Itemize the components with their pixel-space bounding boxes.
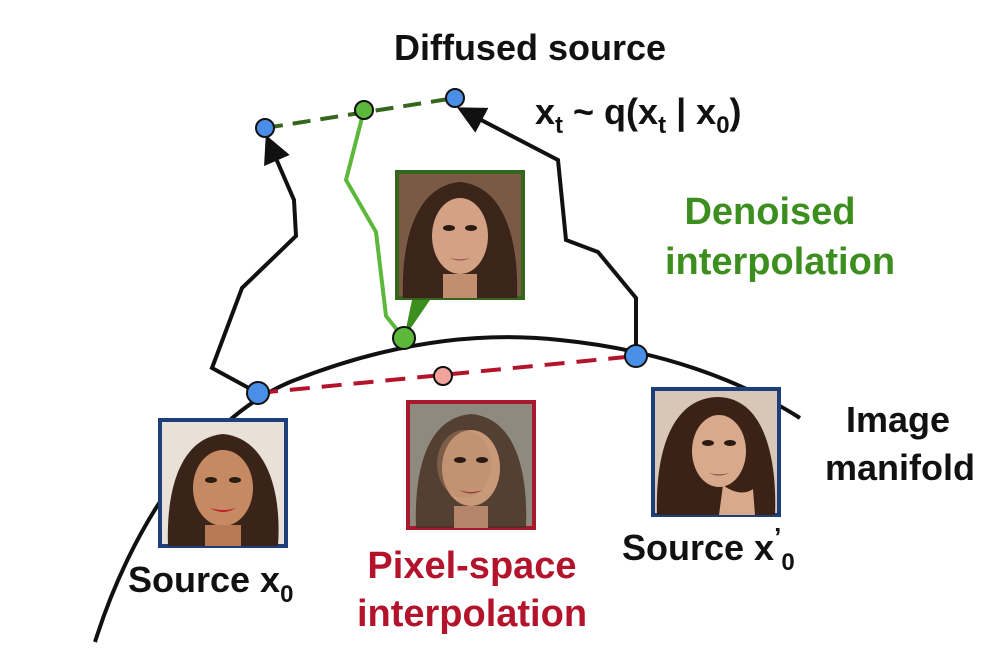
label-manifold-line2: manifold: [825, 447, 975, 488]
label-pixel-line2: interpolation: [357, 593, 587, 635]
face-source-x0-prime: [651, 387, 781, 517]
noisy-point-mid: [354, 100, 374, 120]
denoising-path: [343, 109, 404, 338]
label-denoised-line2: interpolation: [665, 241, 895, 283]
label-forward-process: xt ~ q(xt | x0): [535, 91, 742, 139]
face-source-x0: [158, 418, 288, 548]
label-denoised-line1: Denoised: [684, 191, 855, 233]
label-pixel-line1: Pixel-space: [367, 545, 576, 587]
label-source-x0: Source x0: [128, 559, 293, 608]
face-denoised: [395, 170, 525, 300]
noisy-point-right: [445, 88, 465, 108]
manifold-point-x0-prime: [624, 344, 648, 368]
manifold-point-x0: [246, 381, 270, 405]
forward-path-right: [457, 107, 638, 356]
label-source-x0-prime: Source x’0: [622, 522, 795, 576]
manifold-point-denoised: [392, 326, 416, 350]
face-pixel-interpolation: [406, 400, 536, 530]
label-manifold-line1: Image: [846, 399, 950, 440]
pixel-mid-point: [433, 366, 453, 386]
forward-path-left: [209, 134, 299, 395]
noisy-point-left: [255, 118, 275, 138]
label-diffused-source: Diffused source: [394, 27, 666, 68]
